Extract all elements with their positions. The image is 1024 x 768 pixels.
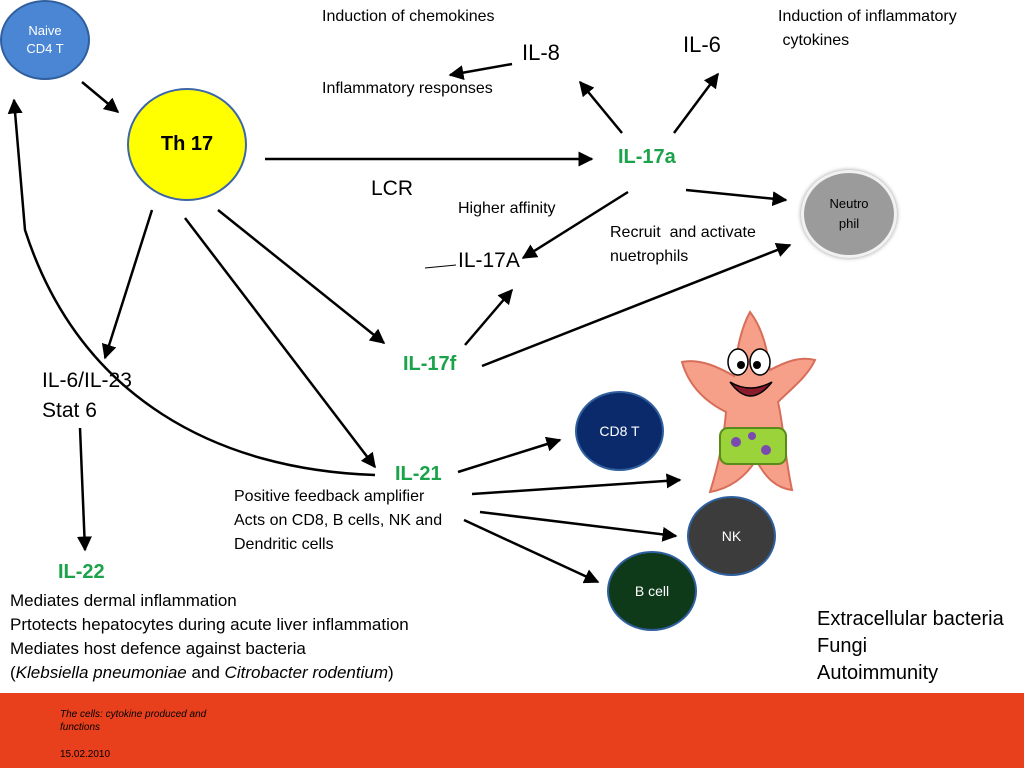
- recruit-label-1: Recruit and activate: [610, 224, 756, 241]
- arrow-il21-to-cd8: [457, 436, 562, 474]
- naive-cd4-t-node: Naive CD4 T: [0, 0, 90, 80]
- neutrophil-node: Neutro phil: [801, 170, 897, 258]
- il6-il23-label: IL-6/IL-23: [42, 369, 132, 392]
- arrow-il17a-to-il8: [579, 80, 623, 134]
- arrow-stat6-to-il22: [76, 427, 92, 552]
- arrow-th17-to-il21: [184, 217, 376, 469]
- paren-close: ): [388, 663, 394, 682]
- pathogen-item: Extracellular bacteria: [817, 608, 1004, 630]
- lcr-label: LCR: [371, 177, 414, 200]
- species-klebsiella: Klebsiella pneumoniae: [15, 663, 187, 682]
- nk-label: NK: [721, 528, 742, 544]
- line-il17A-tick: [424, 264, 457, 269]
- arrow-il17f-to-neutrophil: [481, 242, 792, 368]
- il21-notes: Positive feedback amplifier Acts on CD8,…: [234, 485, 442, 557]
- arrow-il21-to-nk: [479, 510, 678, 542]
- arrow-il21-to-bcell: [463, 518, 600, 584]
- pathogen-item: Fungi: [817, 635, 868, 657]
- induction-chemokines-label: Induction of chemokines: [322, 8, 495, 25]
- il21-label: IL-21: [395, 463, 442, 485]
- il22-note-line: Prtotects hepatocytes during acute liver…: [10, 615, 409, 634]
- cd8-t-label: CD8 T: [599, 423, 640, 439]
- b-cell-label: B cell: [634, 583, 670, 599]
- il8-label: IL-8: [522, 40, 560, 65]
- il21-note-line: Positive feedback amplifier: [234, 488, 425, 505]
- arrow-il8-to-inflammatory: [448, 62, 513, 81]
- il22-notes: Mediates dermal inflammation Prtotects h…: [10, 589, 409, 685]
- il21-note-line: Acts on CD8, B cells, NK and: [234, 512, 443, 529]
- th17-label: Th 17: [160, 133, 214, 155]
- arrow-il17f-to-il17A: [464, 288, 513, 346]
- il22-label: IL-22: [58, 561, 105, 583]
- cd8-t-node: CD8 T: [575, 391, 664, 471]
- patrick-star-character-icon: [680, 310, 817, 494]
- il17A-label: IL-17A: [458, 249, 520, 272]
- b-cell-node: B cell: [607, 551, 697, 631]
- paren-open: (: [10, 663, 16, 682]
- il22-note-line: Mediates host defence against bacteria: [10, 639, 306, 658]
- recruit-label-2: nuetrophils: [610, 248, 689, 265]
- il17a-label: IL-17a: [618, 146, 676, 168]
- inflammatory-responses-label: Inflammatory responses: [322, 80, 493, 97]
- footer-title-line-1: The cells: cytokine produced and: [60, 709, 207, 720]
- arrow-il21-feedback-to-naive: [7, 98, 376, 477]
- higher-affinity-label: Higher affinity: [458, 200, 556, 217]
- th17-node: Th 17: [127, 88, 247, 201]
- il6-label: IL-6: [683, 32, 721, 57]
- footer-title-line-2: functions: [60, 722, 101, 733]
- arrow-naive-to-th17: [81, 81, 120, 113]
- il21-note-line: Dendritic cells: [234, 536, 334, 553]
- arrow-il17a-to-il6: [672, 72, 720, 134]
- arrow-il17a-to-il17A: [521, 190, 629, 260]
- il22-note-line: (Klebsiella pneumoniae and Citrobacter r…: [10, 661, 409, 685]
- pathogen-list: Extracellular bacteria Fungi Autoimmunit…: [817, 606, 1004, 687]
- arrow-il21-to-patrick: [471, 473, 682, 496]
- il22-note-line: Mediates dermal inflammation: [10, 591, 237, 610]
- pathogen-item: Autoimmunity: [817, 662, 939, 684]
- induction-inflammatory-label-2: cytokines: [778, 32, 850, 49]
- species-citrobacter: Citrobacter rodentium: [224, 663, 389, 682]
- and-text: and: [186, 663, 225, 682]
- footer-date: 15.02.2010: [60, 749, 111, 760]
- stat6-label: Stat 6: [42, 399, 97, 422]
- neutrophil-label: Neutro phil: [829, 196, 869, 231]
- arrow-th17-to-il17f: [217, 209, 386, 344]
- naive-cd4-t-label: Naive CD4 T: [26, 23, 64, 56]
- footer-bar: The cells: cytokine produced and functio…: [0, 693, 1024, 768]
- nk-node: NK: [687, 496, 776, 576]
- arrow-th17-to-il6il23: [101, 209, 154, 360]
- induction-inflammatory-label-1: Induction of inflammatory: [778, 8, 957, 25]
- il17f-label: IL-17f: [403, 353, 457, 375]
- arrow-il17a-to-neutrophil: [685, 188, 788, 207]
